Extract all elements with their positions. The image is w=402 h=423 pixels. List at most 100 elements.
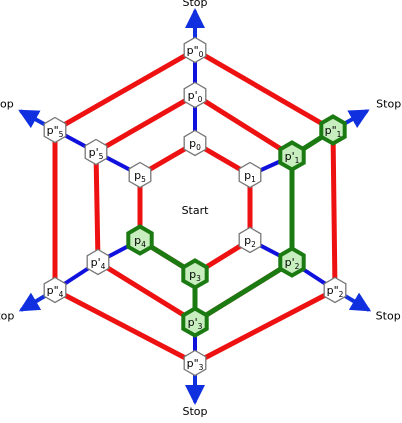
ring-edge-r0-r1 bbox=[192, 47, 336, 133]
node-label-prime: ' bbox=[292, 150, 295, 163]
stop-arrow-r1 bbox=[341, 109, 370, 129]
ring-edge-q3-q4 bbox=[95, 259, 198, 325]
node-label-subscript: 5 bbox=[141, 175, 146, 184]
node-label-base: p bbox=[244, 169, 251, 182]
node-label-subscript: 2 bbox=[339, 290, 344, 299]
node-q5: p'5 bbox=[84, 138, 108, 166]
node-q4: p'4 bbox=[86, 248, 110, 276]
node-label-subscript: 2 bbox=[295, 262, 300, 271]
node-q0: p'0 bbox=[183, 81, 207, 109]
node-label-prime: ' bbox=[292, 256, 295, 269]
ring-edge-q5-q0 bbox=[93, 92, 198, 155]
node-label: p'3 bbox=[188, 316, 203, 331]
node-label: p2 bbox=[244, 234, 256, 249]
node-label-subscript: 3 bbox=[199, 363, 204, 372]
node-label-base: p bbox=[285, 150, 292, 163]
node-hexagon bbox=[43, 276, 67, 304]
path-edge-q3-q2 bbox=[192, 259, 295, 325]
node-label: p3 bbox=[189, 268, 201, 283]
node-label-subscript: 5 bbox=[99, 152, 104, 161]
node-label: p4 bbox=[134, 234, 146, 249]
node-p1: p1 bbox=[238, 161, 262, 189]
stop-label-r1: Stop bbox=[376, 97, 401, 110]
node-label: p"1 bbox=[325, 124, 342, 139]
node-label-base: p bbox=[134, 169, 141, 182]
node-label-base: p bbox=[188, 89, 195, 102]
node-label: p"5 bbox=[47, 124, 64, 139]
ring-edge-r3-r4 bbox=[52, 287, 198, 366]
node-r4: p"4 bbox=[43, 276, 67, 304]
node-r1: p"1 bbox=[319, 114, 347, 146]
node-r2: p"2 bbox=[323, 276, 347, 304]
node-label-subscript: 4 bbox=[141, 240, 146, 249]
node-label: p"2 bbox=[327, 284, 344, 299]
node-label: p'2 bbox=[285, 256, 300, 271]
node-hexagon bbox=[183, 129, 207, 157]
node-p5: p5 bbox=[128, 161, 152, 189]
node-hexagon-highlighted bbox=[278, 246, 306, 278]
node-label-subscript: 1 bbox=[251, 175, 256, 184]
node-label-base: p bbox=[188, 316, 195, 329]
node-hexagon-highlighted bbox=[181, 258, 209, 290]
node-p2: p2 bbox=[238, 226, 262, 254]
node-label-base: p bbox=[244, 234, 251, 247]
node-label: p0 bbox=[189, 137, 201, 152]
node-label-subscript: 1 bbox=[295, 156, 300, 165]
node-label: p"4 bbox=[47, 284, 64, 299]
node-hexagon bbox=[238, 226, 262, 254]
node-r3: p"3 bbox=[183, 349, 207, 377]
node-label-base: p bbox=[325, 124, 332, 137]
stop-arrow-r5 bbox=[18, 109, 47, 129]
stop-label-r5: Stop bbox=[0, 98, 14, 111]
node-label-base: p bbox=[47, 284, 54, 297]
node-label-prime: ' bbox=[195, 316, 198, 329]
node-label-subscript: 2 bbox=[251, 240, 256, 249]
node-label-subscript: 4 bbox=[101, 262, 106, 271]
node-hexagon bbox=[323, 276, 347, 304]
node-label-base: p bbox=[134, 234, 141, 247]
node-label-subscript: 0 bbox=[196, 143, 201, 152]
node-label: p'4 bbox=[91, 256, 106, 271]
node-label: p'0 bbox=[188, 89, 203, 104]
node-label-base: p bbox=[327, 284, 334, 297]
node-label: p1 bbox=[244, 169, 256, 184]
node-label-subscript: 3 bbox=[198, 322, 203, 331]
node-hexagon-highlighted bbox=[278, 140, 306, 172]
node-label-base: p bbox=[189, 137, 196, 150]
node-label-prime: ' bbox=[98, 256, 101, 269]
node-hexagon bbox=[43, 116, 67, 144]
node-r5: p"5 bbox=[43, 116, 67, 144]
node-label-base: p bbox=[47, 124, 54, 137]
node-hexagon bbox=[183, 349, 207, 377]
node-label-base: p bbox=[91, 256, 98, 269]
node-label-prime: " bbox=[54, 124, 59, 137]
node-hexagon bbox=[84, 138, 108, 166]
node-label-prime: " bbox=[334, 284, 339, 297]
node-p3: p3 bbox=[181, 258, 209, 290]
node-hexagon bbox=[128, 161, 152, 189]
node-label-prime: ' bbox=[96, 146, 99, 159]
node-hexagon bbox=[183, 81, 207, 109]
ring-edge-r1-r2 bbox=[330, 127, 338, 293]
ring-edge-q4-q5 bbox=[93, 149, 101, 265]
node-label-subscript: 0 bbox=[198, 95, 203, 104]
node-label-subscript: 5 bbox=[59, 130, 64, 139]
node-label-subscript: 3 bbox=[196, 274, 201, 283]
node-hexagon bbox=[238, 161, 262, 189]
node-label-prime: " bbox=[332, 124, 337, 137]
start-label: Start bbox=[182, 204, 210, 217]
node-label-prime: " bbox=[194, 44, 199, 57]
node-label-base: p bbox=[285, 256, 292, 269]
node-hexagon-highlighted bbox=[319, 114, 347, 146]
node-label-prime: " bbox=[54, 284, 59, 297]
ring-edge-r2-r3 bbox=[192, 287, 338, 366]
node-label-prime: " bbox=[194, 357, 199, 370]
node-label-base: p bbox=[189, 268, 196, 281]
ring-edge-q0-q1 bbox=[192, 92, 295, 159]
node-label-subscript: 1 bbox=[337, 130, 342, 139]
node-hexagon-highlighted bbox=[181, 306, 209, 338]
node-label-subscript: 4 bbox=[59, 290, 64, 299]
node-hexagon-highlighted bbox=[126, 224, 154, 256]
